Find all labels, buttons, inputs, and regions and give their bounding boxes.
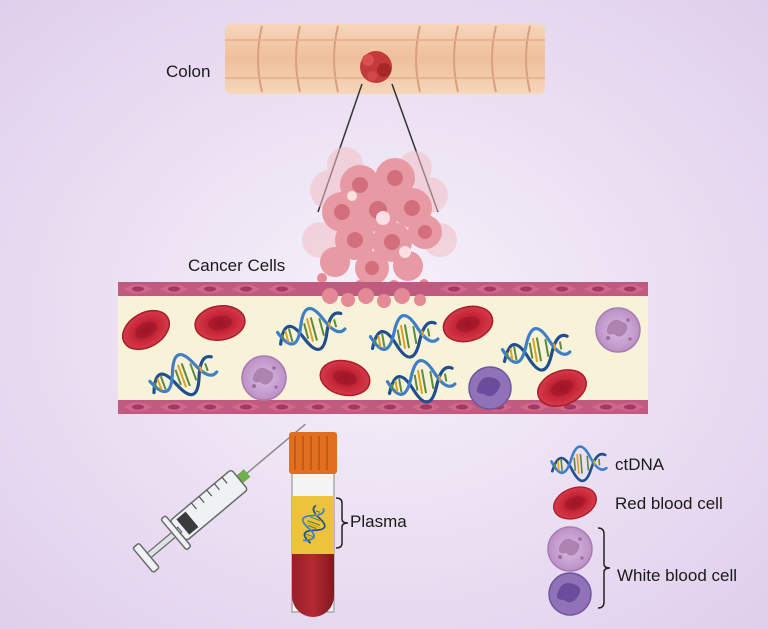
syringe-icon — [132, 423, 306, 573]
tumor-on-colon — [360, 51, 392, 83]
blood-tube — [289, 432, 349, 617]
legend-white-blood-cell-label: White blood cell — [617, 566, 738, 585]
legend-white-blood-cell-icon — [547, 526, 593, 572]
colon-label: Colon — [166, 62, 211, 81]
white-blood-cell — [241, 355, 287, 401]
cancer-cells-label: Cancer Cells — [188, 256, 286, 275]
legend-white-blood-cell-icon — [548, 572, 592, 616]
blood-vessel — [115, 282, 648, 414]
white-blood-cell — [595, 307, 641, 353]
white-blood-cell — [468, 366, 512, 410]
legend-ctdna-label: ctDNA — [615, 455, 665, 474]
legend-red-blood-cell-label: Red blood cell — [615, 494, 723, 513]
cancer-cell-cluster — [302, 147, 457, 297]
plasma-label: Plasma — [350, 512, 407, 531]
